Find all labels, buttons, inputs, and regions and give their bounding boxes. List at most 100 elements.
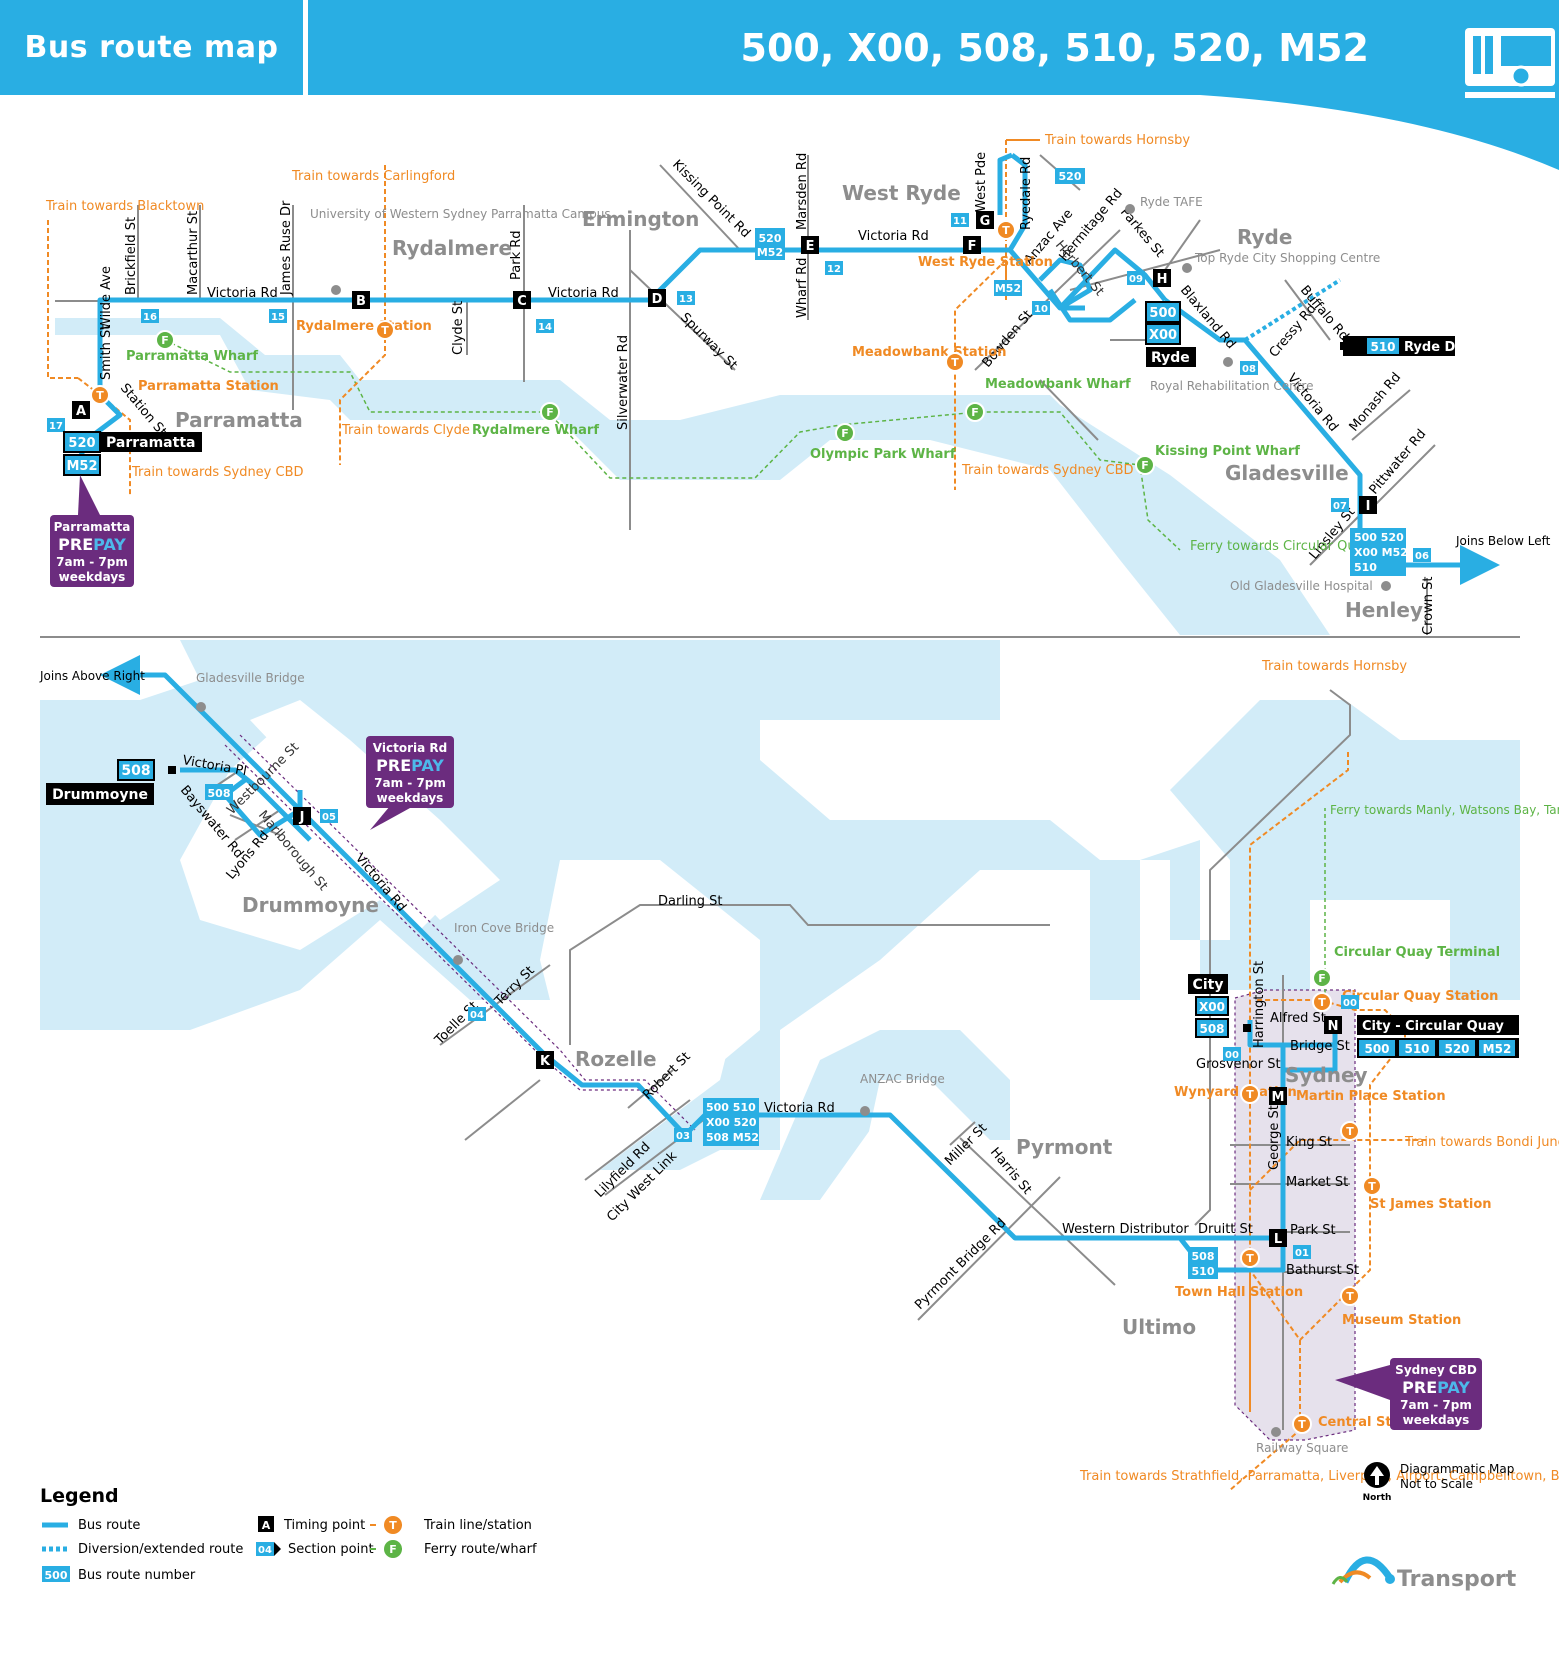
street-label: James Ruse Dr (279, 200, 294, 296)
svg-text:09: 09 (1129, 274, 1143, 285)
svg-text:520: 520 (1059, 170, 1082, 183)
bottom-timing-points: J K L M N (293, 807, 1342, 1247)
train-station-icon: T (1240, 1084, 1260, 1104)
train-station-icon: T (1340, 1286, 1360, 1306)
svg-text:Victoria Rd: Victoria Rd (373, 741, 447, 755)
svg-text:Bus route number: Bus route number (78, 1568, 196, 1583)
svg-text:T: T (1368, 1180, 1376, 1193)
svg-text:G: G (980, 214, 991, 229)
svg-text:T: T (96, 389, 104, 402)
station-label: Martin Place Station (1296, 1089, 1446, 1104)
street-label: Marsden Rd (795, 153, 810, 230)
svg-text:16: 16 (143, 312, 157, 323)
prepay-lane-right (239, 734, 696, 1131)
svg-text:Ryde Depot: Ryde Depot (1404, 340, 1489, 355)
terminus-city: City X00 508 (1188, 974, 1251, 1038)
joins-label: Joins Above Right (39, 669, 145, 683)
street-label: Parkes St (1117, 205, 1167, 261)
svg-text:PREPAY: PREPAY (376, 756, 444, 775)
street-label: Bridge St (1290, 1039, 1350, 1054)
svg-text:7am - 7pm: 7am - 7pm (374, 776, 446, 790)
svg-text:520: 520 (1444, 1042, 1469, 1056)
timing-point: H (1153, 269, 1171, 287)
train-label: Train towards Strathfield, Parramatta, L… (1079, 1469, 1559, 1484)
svg-text:F: F (546, 406, 554, 419)
street-label: Spurway St (677, 310, 740, 373)
train-station-icon: T (1292, 1414, 1312, 1434)
svg-text:H: H (1157, 272, 1168, 287)
route-tag-drummoyne-loop: 508 (205, 784, 233, 800)
suburb-label: Henley (1345, 598, 1423, 622)
svg-text:B: B (356, 294, 366, 309)
street-label: Harrington St (1252, 961, 1267, 1048)
station-label: Parramatta Station (138, 379, 279, 394)
terminus-ryde: 500 X00 Ryde (1145, 301, 1196, 367)
diagrammatic-note: Diagrammatic Map (1400, 1462, 1514, 1476)
suburb-label: Parramatta (175, 408, 303, 432)
landmark-dot (453, 955, 463, 965)
street-label: Alfred St (1270, 1011, 1326, 1026)
svg-text:508 M52: 508 M52 (706, 1131, 759, 1144)
train-label: Train towards Bondi Junction (1404, 1135, 1559, 1150)
joins-label: Joins Below Left (1455, 534, 1551, 548)
timing-point: B (352, 291, 370, 309)
svg-text:F: F (841, 427, 849, 440)
svg-text:F: F (389, 1543, 397, 1556)
ferry-note: Ferry towards Circular Quay (1190, 539, 1372, 554)
section-point: 16 (141, 309, 159, 323)
top-station-icons: T T T T F F F F F (90, 220, 1155, 475)
train-station-icon: T (996, 220, 1016, 240)
svg-text:A: A (262, 1519, 271, 1532)
svg-text:14: 14 (538, 322, 552, 333)
ferry-wharf-icon: F (1312, 968, 1332, 988)
svg-text:weekdays: weekdays (377, 791, 444, 805)
svg-text:T: T (381, 324, 389, 337)
wharf-label: Olympic Park Wharf (810, 447, 956, 462)
top-timing-points: A B C D E F G H I (72, 211, 1377, 514)
section-point: 15 (269, 309, 287, 323)
svg-text:M52: M52 (995, 282, 1021, 295)
route-tag-westryde: M52 (994, 280, 1022, 296)
street-label: Victoria Rd (548, 286, 619, 301)
prepay-callout-sydney-cbd: Sydney CBD PREPAY 7am - 7pm weekdays (1335, 1358, 1482, 1430)
landmark-label: Royal Rehabilitation Centre (1150, 379, 1314, 393)
diversion-ryde-depot (1243, 278, 1342, 342)
svg-text:7am - 7pm: 7am - 7pm (56, 555, 128, 569)
svg-text:M52: M52 (757, 246, 783, 259)
svg-text:D: D (652, 292, 663, 307)
svg-text:Sydney CBD: Sydney CBD (1395, 1363, 1477, 1377)
street-label: Pittwater Rd (1367, 427, 1430, 498)
svg-text:F: F (971, 406, 979, 419)
street-label: Clyde St (451, 301, 466, 355)
transport-logo: Transport (1331, 1556, 1517, 1592)
svg-text:500 510: 500 510 (706, 1101, 756, 1114)
bridge-label: Railway Square (1256, 1441, 1348, 1455)
station-label: St James Station (1370, 1197, 1492, 1212)
section-point: 10 (1032, 301, 1050, 315)
svg-text:508: 508 (1199, 1022, 1224, 1036)
timing-point: A (72, 401, 90, 419)
svg-text:Parramatta: Parramatta (54, 520, 131, 534)
svg-text:Ryde: Ryde (1151, 350, 1190, 366)
wharf-label: Rydalmere Wharf (472, 423, 599, 438)
svg-text:M: M (1272, 1090, 1285, 1105)
svg-text:Diversion/extended route: Diversion/extended route (78, 1542, 243, 1557)
section-point: 14 (536, 319, 554, 333)
svg-text:T: T (389, 1519, 397, 1532)
train-label: Train towards Blacktown (45, 199, 204, 214)
svg-text:Drummoyne: Drummoyne (52, 787, 148, 803)
svg-text:M52: M52 (1483, 1042, 1512, 1056)
street-label: Smith St (99, 325, 114, 380)
svg-text:X00: X00 (1149, 328, 1177, 343)
route-tag-druitt: 508 510 (1188, 1247, 1218, 1279)
timing-point: F (963, 236, 981, 254)
svg-text:T: T (1298, 1418, 1306, 1431)
suburb-label: Ultimo (1122, 1315, 1196, 1339)
route-tag-rozelle: 500 510 X00 520 508 M52 (703, 1098, 759, 1146)
street-label: Victoria Rd (764, 1101, 835, 1116)
svg-text:North: North (1363, 1493, 1392, 1503)
svg-text:PREPAY: PREPAY (58, 535, 126, 554)
train-label: Train towards Hornsby (1044, 133, 1190, 148)
